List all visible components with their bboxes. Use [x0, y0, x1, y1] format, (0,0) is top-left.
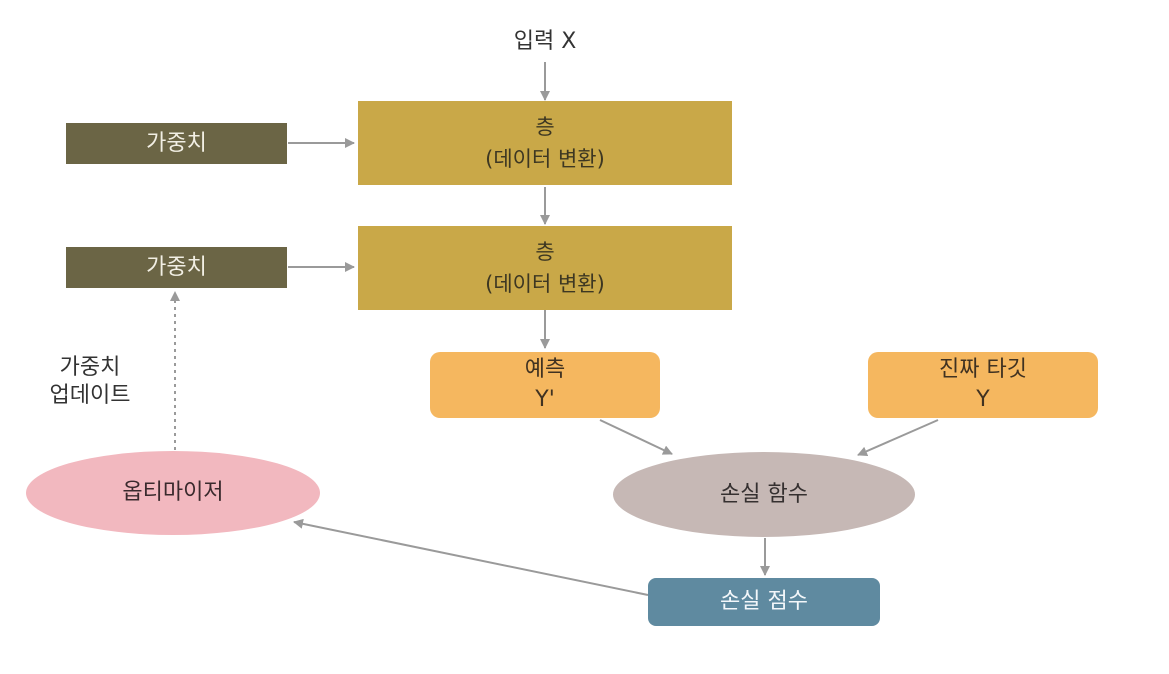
layer-box-1: 층 (데이터 변환): [358, 101, 732, 185]
target-line2: Y: [976, 387, 990, 412]
layer-box-1-title: 층: [535, 115, 555, 139]
weight-update-line2: 업데이트: [49, 383, 131, 408]
optimizer-ellipse: 옵티마이저: [26, 451, 320, 535]
weight-box-1: 가중치: [66, 123, 287, 164]
input-label: 입력 X: [513, 29, 577, 54]
arrow-score-to-optimizer: [293, 518, 649, 596]
optimizer-label: 옵티마이저: [122, 480, 224, 505]
layer-box-2-title: 층: [535, 240, 555, 264]
prediction-line1: 예측: [524, 357, 566, 382]
loss-score-box: 손실 점수: [648, 578, 880, 626]
arrow-prediction-to-loss: [599, 419, 673, 455]
weight-box-2-label: 가중치: [146, 254, 207, 280]
weight-box-1-label: 가중치: [146, 130, 207, 156]
target-line1: 진짜 타깃: [939, 357, 1027, 382]
prediction-line2: Y': [535, 387, 555, 412]
target-box: 진짜 타깃 Y: [868, 352, 1098, 418]
weight-update-label: 가중치 업데이트: [20, 354, 160, 410]
weight-update-line1: 가중치: [59, 355, 121, 380]
arrow-target-to-loss: [857, 419, 939, 456]
loss-score-label: 손실 점수: [720, 589, 808, 614]
loss-function-label: 손실 함수: [720, 481, 808, 507]
layer-box-1-subtitle: (데이터 변환): [485, 147, 605, 171]
layer-box-2-subtitle: (데이터 변환): [485, 272, 605, 296]
layer-box-2: 층 (데이터 변환): [358, 226, 732, 310]
prediction-box: 예측 Y': [430, 352, 660, 418]
weight-box-2: 가중치: [66, 247, 287, 288]
loss-function-ellipse: 손실 함수: [613, 452, 915, 537]
